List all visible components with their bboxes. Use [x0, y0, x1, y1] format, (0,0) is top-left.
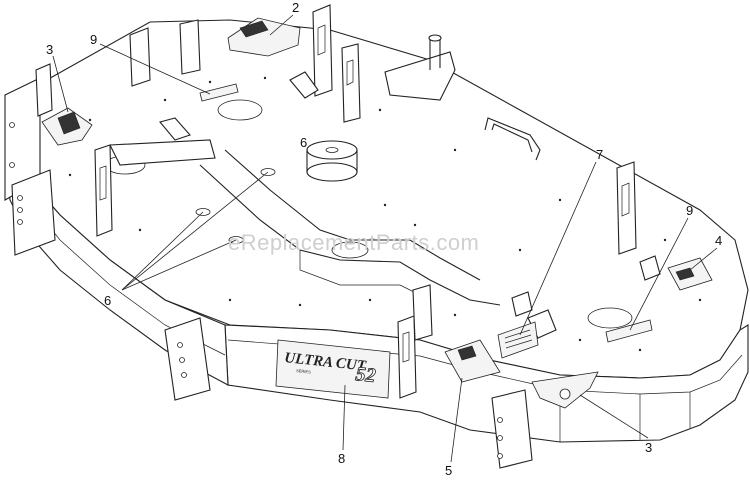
- decal-item-9-front: [605, 319, 653, 343]
- decal-item-9-rear: [199, 83, 239, 102]
- callout-9-front: 9: [686, 203, 693, 218]
- ultracut-badge: ULTRA CUT 52 SERIES: [275, 339, 391, 399]
- decal-item-3-front: [531, 371, 599, 409]
- left-front-bracket: [11, 169, 56, 256]
- decal-item-2: [227, 17, 301, 57]
- decal-item-3-rear: [41, 107, 93, 146]
- badge-model-text: 52: [354, 363, 376, 387]
- callout-5: 5: [445, 463, 452, 478]
- callout-6-plugs: 6: [104, 293, 111, 308]
- spindle-housing: [306, 140, 358, 182]
- callout-2: 2: [292, 0, 299, 15]
- deck-baffle: [199, 164, 501, 306]
- deck-handle: [484, 117, 541, 161]
- callout-3-front: 3: [645, 440, 652, 455]
- upright-bracket-front-center: [397, 315, 417, 399]
- upright-bracket-right: [616, 161, 637, 255]
- callout-9-rear: 9: [90, 32, 97, 47]
- callout-6-housing: 6: [300, 135, 307, 150]
- spindle-hole-right: [587, 307, 633, 329]
- spindle-hole-center: [217, 99, 263, 121]
- decal-item-4: [667, 257, 713, 291]
- watermark-text: eReplacementParts.com: [228, 230, 479, 255]
- front-right-bracket: [491, 389, 533, 469]
- badge-tagline-text: SERIES: [296, 368, 311, 375]
- callout-4: 4: [715, 233, 722, 248]
- decal-item-7: [497, 321, 539, 359]
- callout-8: 8: [338, 451, 345, 466]
- callout-7: 7: [596, 147, 603, 162]
- upright-bracket-mid-left: [94, 144, 113, 237]
- idler-arm: [384, 51, 456, 101]
- mounting-holes: [68, 76, 702, 352]
- decal-item-5: [444, 339, 501, 383]
- front-left-bracket: [164, 317, 211, 401]
- upright-bracket-rear-center: [312, 4, 333, 97]
- leader-lines: [52, 14, 718, 463]
- callout-3-rear: 3: [46, 42, 53, 57]
